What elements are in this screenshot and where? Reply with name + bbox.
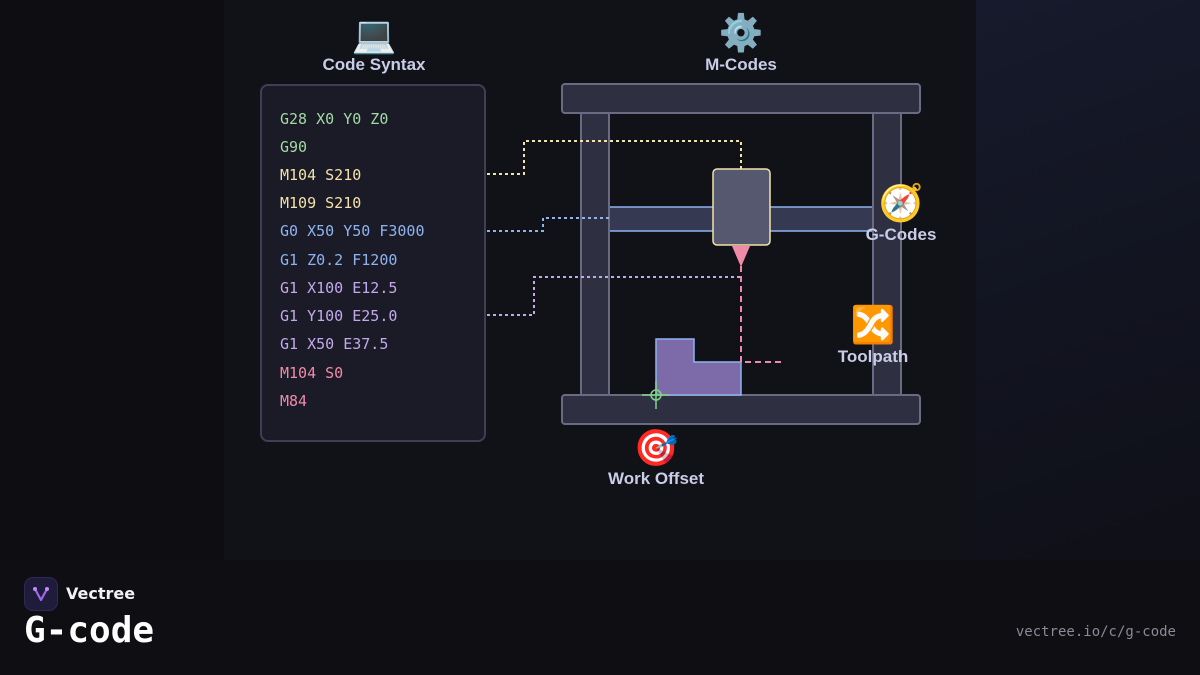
tool-head [712, 168, 771, 246]
code-line: G1 Y100 E25.0 [280, 307, 398, 325]
footer-background [0, 560, 1200, 675]
code-line: G1 X50 E37.5 [280, 335, 389, 353]
tool-nozzle [732, 246, 750, 267]
top-beam [561, 83, 921, 114]
code-line: M104 S210 [280, 166, 362, 184]
toolpath-label: Toolpath [837, 347, 909, 366]
code-line: M109 S210 [280, 194, 362, 212]
left-column [580, 111, 610, 397]
code-line: G28 X0 Y0 Z0 [280, 110, 389, 128]
work-offset-crosshair [642, 381, 670, 409]
code-line: G1 Z0.2 F1200 [280, 251, 398, 269]
laptop-icon: 💻 [351, 15, 397, 56]
gear-icon: ⚙️ [718, 13, 764, 54]
code-line: G1 X100 E12.5 [280, 279, 398, 297]
machine-bed [561, 394, 921, 425]
code-syntax-label: Code Syntax [322, 55, 426, 74]
code-line: G0 X50 Y50 F3000 [280, 222, 425, 240]
toolpath-line [740, 266, 785, 363]
shuffle-icon: 🔀 [850, 305, 896, 346]
vectree-logo-icon [24, 577, 58, 611]
compass-icon: 🧭 [878, 183, 924, 224]
footer-url[interactable]: vectree.io/c/g-code [1015, 624, 1176, 640]
toolpath-connector [487, 276, 741, 316]
target-icon: 🎯 [633, 428, 679, 469]
g-codes-label: G-Codes [865, 225, 937, 244]
code-panel: G28 X0 Y0 Z0 G90 M104 S210 M109 S210 G0 … [260, 84, 486, 442]
workpiece [655, 338, 742, 396]
code-line: M104 S0 [280, 364, 344, 382]
g-code-connector [487, 217, 609, 232]
m-codes-label: M-Codes [705, 55, 777, 74]
page-title: G-code [24, 610, 155, 651]
m-code-connector [487, 140, 742, 175]
code-line: G90 [280, 138, 308, 156]
brand-name: Vectree [66, 584, 136, 603]
work-offset-label: Work Offset [607, 469, 705, 488]
code-line: M84 [280, 392, 308, 410]
